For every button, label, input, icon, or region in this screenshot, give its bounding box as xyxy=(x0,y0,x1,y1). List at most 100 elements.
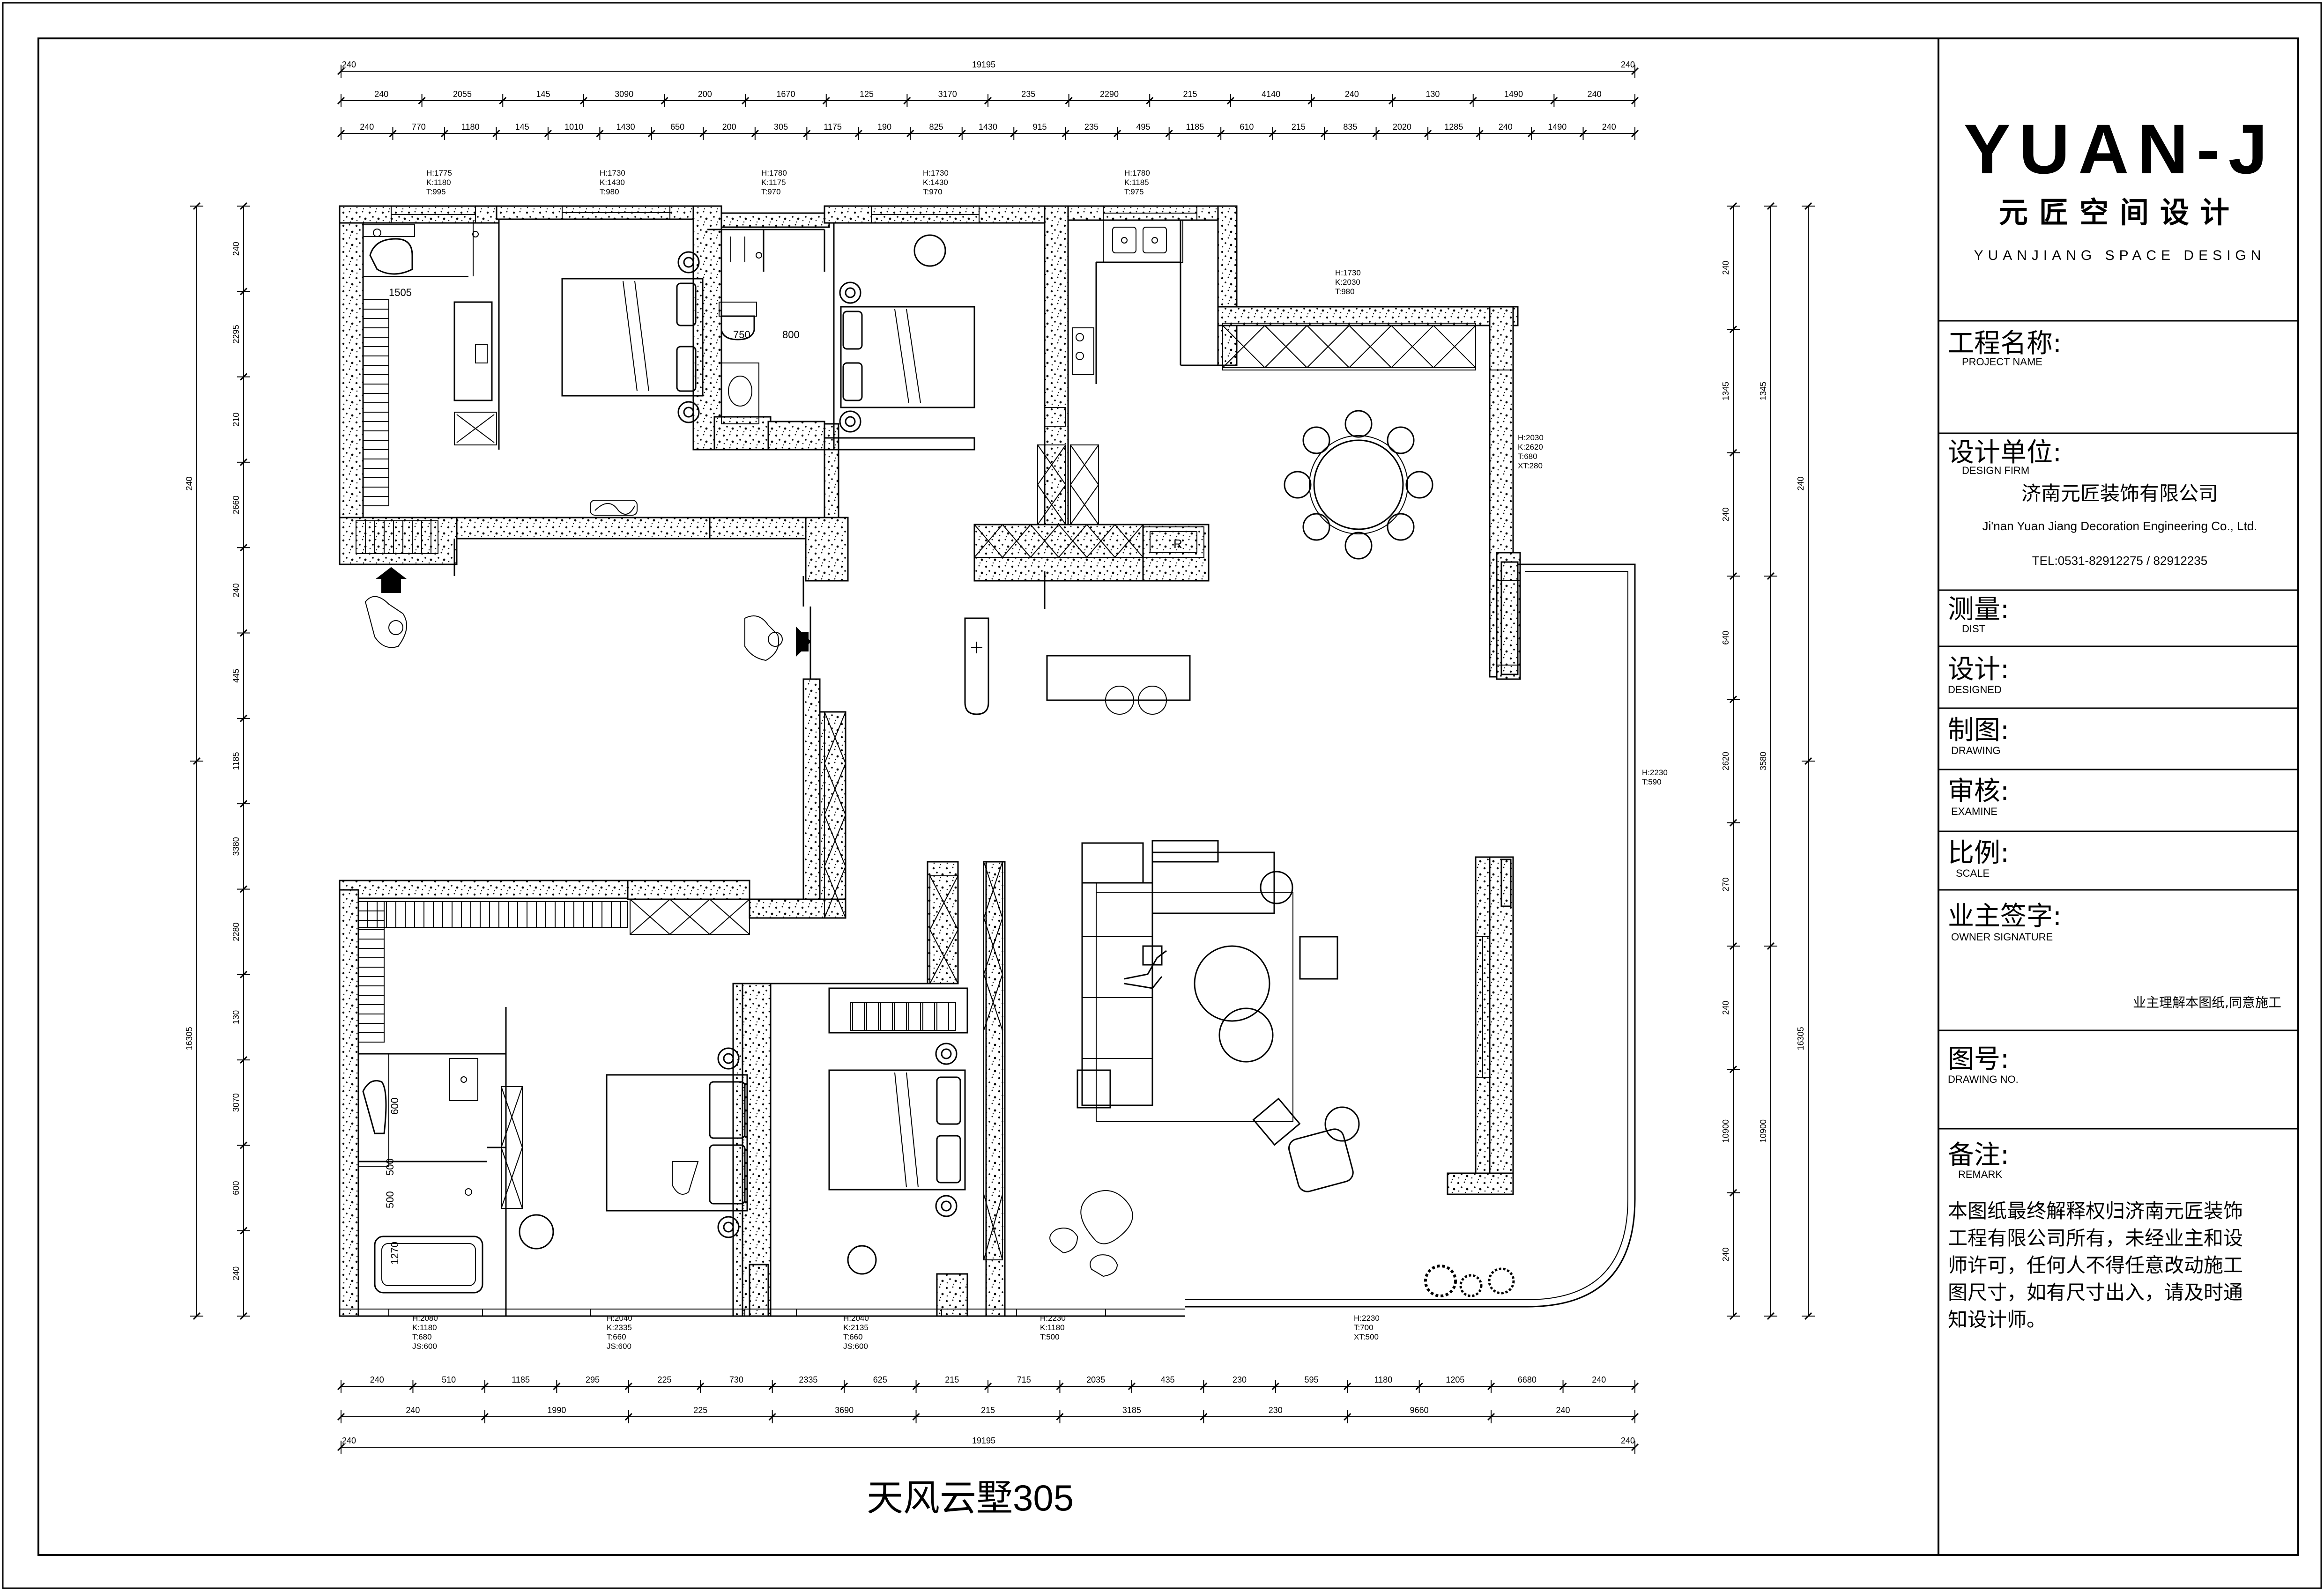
dim-label: 610 xyxy=(1240,122,1254,132)
dim-tick xyxy=(1729,942,1737,950)
dim-tick xyxy=(544,129,552,138)
dim-tick xyxy=(239,885,248,893)
window-note: T:590 xyxy=(1642,777,1662,786)
dim-tick xyxy=(768,1413,776,1421)
dim-tick xyxy=(699,129,707,138)
dim-label: 215 xyxy=(1183,89,1197,99)
window-note: H:2230 xyxy=(1642,768,1668,777)
dim-label: 1430 xyxy=(616,122,635,132)
dim-label: 270 xyxy=(1721,877,1730,891)
dim-tick xyxy=(337,129,345,138)
dim-label: 510 xyxy=(442,1375,456,1384)
window-note: XT:500 xyxy=(1354,1332,1379,1341)
dim-label: 3580 xyxy=(1759,752,1768,770)
dim-tick xyxy=(337,1413,345,1421)
dim-tick xyxy=(239,1227,248,1235)
dim-label: 230 xyxy=(1269,1406,1283,1415)
dim-tick xyxy=(1321,129,1329,138)
dim-tick xyxy=(1114,129,1121,138)
dim-label: 10900 xyxy=(1721,1119,1730,1143)
drawing-label: 制图: xyxy=(1948,715,2009,746)
dim-label: 1185 xyxy=(1186,122,1204,132)
dim-tick xyxy=(1271,1382,1279,1391)
window-note: H:2230 xyxy=(1040,1314,1066,1323)
dim-label: 2295 xyxy=(231,325,241,343)
dim-label: 3170 xyxy=(938,89,957,99)
dim-tick xyxy=(958,129,966,138)
dim-tick xyxy=(418,96,426,105)
window-note: H:1775 xyxy=(426,169,452,178)
dim-label: 435 xyxy=(1161,1375,1175,1384)
window-note: T:995 xyxy=(426,187,446,196)
closet-rail xyxy=(358,901,385,1043)
window-note: H:1780 xyxy=(1124,169,1150,178)
dim-label: 240 xyxy=(360,122,374,132)
dim-tick xyxy=(239,800,248,808)
dim-label: 1205 xyxy=(1446,1375,1464,1384)
dim-total: 19195 xyxy=(972,60,995,69)
dim-label: 2280 xyxy=(231,923,241,941)
floor-plan: R xyxy=(339,205,1636,1317)
dim-label: 3185 xyxy=(1122,1406,1141,1415)
dim-total: 19195 xyxy=(972,1436,995,1445)
dim-tick xyxy=(440,129,449,138)
dim-label: 1285 xyxy=(1444,122,1463,132)
interior-dim: 1270 xyxy=(389,1242,401,1265)
dim-label: 10900 xyxy=(1759,1119,1768,1143)
dim-label: 3690 xyxy=(835,1406,854,1415)
window-note: K:1180 xyxy=(426,178,451,187)
dim-tick xyxy=(1804,757,1812,765)
dim-tick xyxy=(1767,942,1775,950)
dim-tick xyxy=(1487,1413,1495,1421)
dim-tick xyxy=(239,1056,248,1064)
dim-tick xyxy=(1729,1066,1737,1073)
dim-label: 2660 xyxy=(231,496,241,514)
window-note: T:660 xyxy=(843,1332,863,1341)
dim-tick xyxy=(1388,96,1396,105)
dim-tick xyxy=(553,1382,561,1391)
dim-label: 240 xyxy=(1588,89,1602,99)
window-note: T:970 xyxy=(761,187,781,196)
dim-label: 240 xyxy=(406,1406,420,1415)
owner-signature-label: 业主签字: xyxy=(1948,901,2062,932)
window-notes: H:1775K:1180T:995H:1730K:1430T:980H:1780… xyxy=(412,169,1668,1351)
closet-rail xyxy=(356,520,438,554)
dim-tick xyxy=(624,1413,632,1421)
dim-tick xyxy=(1550,96,1558,105)
window-note: K:2135 xyxy=(843,1323,869,1332)
dim-tick xyxy=(1062,129,1069,138)
dim-label: 3090 xyxy=(615,89,633,99)
dim-label: 2335 xyxy=(799,1375,817,1384)
dim-tick xyxy=(499,96,507,105)
dim-label: 240 xyxy=(1796,476,1805,490)
window-note: K:1430 xyxy=(600,178,625,187)
scale-label-en: SCALE xyxy=(1956,867,1990,879)
remark-line: 本图纸最终解释权归济南元匠装饰 xyxy=(1948,1200,2243,1222)
dim-label: 2055 xyxy=(453,89,472,99)
window-note: T:500 xyxy=(1040,1332,1060,1341)
window-note: H:1780 xyxy=(761,169,787,178)
dim-label: 625 xyxy=(873,1375,887,1384)
dim-label: 1175 xyxy=(824,122,842,132)
dim-label: 595 xyxy=(1304,1375,1318,1384)
dim-tick xyxy=(1307,96,1315,105)
owner-signature-label-en: OWNER SIGNATURE xyxy=(1951,931,2053,943)
bathroom-top-left xyxy=(363,220,497,445)
dim-label: 1180 xyxy=(1374,1375,1393,1384)
dim-label: 16305 xyxy=(1796,1027,1805,1050)
window-note: K:2335 xyxy=(607,1323,632,1332)
dim-tick xyxy=(803,129,811,138)
dim-tick xyxy=(1631,1443,1639,1451)
dim-tick xyxy=(1631,96,1639,105)
title-block: YUAN-J 元匠空间设计 YUANJIANG SPACE DESIGN 工程名… xyxy=(1938,38,2298,1555)
dining-table xyxy=(1284,410,1433,560)
dim-tick xyxy=(239,288,248,296)
interior-dim: 500 xyxy=(384,1158,396,1176)
dim-tick xyxy=(389,129,397,138)
window-note: T:660 xyxy=(607,1332,626,1341)
dim-label: 6680 xyxy=(1518,1375,1537,1384)
svg-text:R: R xyxy=(1173,537,1182,551)
dim-label: 445 xyxy=(231,669,241,683)
dim-tick xyxy=(1729,572,1737,580)
living-room xyxy=(1049,840,1360,1277)
